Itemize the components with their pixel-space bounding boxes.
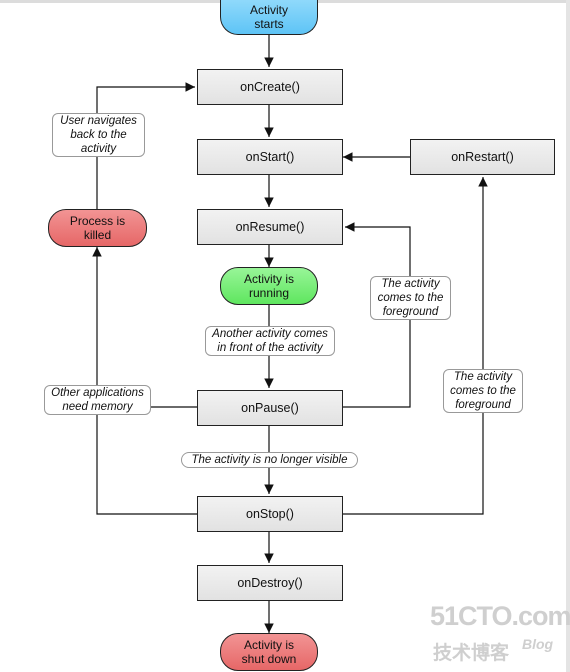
watermark-subtitle-text: 技术博客 — [433, 643, 510, 664]
node-on-pause: onPause() — [197, 390, 343, 426]
node-activity-starts: Activity starts — [220, 0, 318, 35]
node-activity-starts-label: Activity starts — [249, 3, 288, 31]
label-comes-to-foreground-1-text: The activity comes to the foreground — [377, 278, 444, 318]
watermark-brand-text: 51CTO.com — [430, 601, 570, 631]
node-activity-running: Activity is running — [220, 267, 318, 305]
label-comes-to-foreground-1: The activity comes to the foreground — [370, 276, 451, 320]
node-on-resume-label: onResume() — [235, 220, 305, 234]
label-user-navigates-text: User navigates back to the activity — [60, 115, 137, 155]
node-on-stop-label: onStop() — [246, 507, 294, 521]
label-other-apps: Other applications need memory — [44, 385, 151, 415]
node-activity-running-label: Activity is running — [243, 272, 294, 300]
watermark-brand: 51CTO.com — [430, 601, 570, 632]
node-process-killed: Process is killed — [48, 209, 147, 247]
node-on-destroy: onDestroy() — [197, 565, 343, 601]
node-on-start: onStart() — [197, 139, 343, 175]
label-no-longer-visible-text: The activity is no longer visible — [191, 454, 348, 466]
label-other-apps-text: Other applications need memory — [51, 387, 144, 413]
node-on-resume: onResume() — [197, 209, 343, 245]
watermark-blog-text: Blog — [522, 636, 554, 652]
label-another-activity-text: Another activity comes in front of the a… — [212, 328, 328, 354]
node-process-killed-label: Process is killed — [69, 214, 126, 242]
edge-pause-to-killed — [92, 247, 197, 408]
node-on-create: onCreate() — [197, 69, 343, 105]
node-on-restart: onRestart() — [410, 139, 555, 175]
edge-stop-to-killed — [96, 407, 197, 515]
node-on-destroy-label: onDestroy() — [237, 576, 303, 590]
node-on-create-label: onCreate() — [240, 80, 300, 94]
watermark-blog: Blog — [522, 636, 553, 652]
label-comes-to-foreground-2-text: The activity comes to the foreground — [450, 371, 516, 411]
label-user-navigates: User navigates back to the activity — [52, 113, 145, 157]
node-on-restart-label: onRestart() — [451, 150, 514, 164]
label-no-longer-visible: The activity is no longer visible — [181, 452, 358, 468]
node-on-start-label: onStart() — [245, 150, 295, 164]
edge-stop-to-restart — [343, 177, 488, 515]
node-on-pause-label: onPause() — [241, 401, 299, 415]
edge-killed-to-create — [96, 82, 195, 210]
window-right-edge — [566, 0, 570, 672]
node-activity-shut-down-label: Activity is shut down — [241, 638, 297, 666]
label-comes-to-foreground-2: The activity comes to the foreground — [443, 369, 523, 413]
node-on-stop: onStop() — [197, 496, 343, 532]
label-another-activity: Another activity comes in front of the a… — [205, 326, 335, 356]
node-activity-shut-down: Activity is shut down — [220, 633, 318, 671]
watermark-subtitle: 技术博客 — [433, 638, 509, 665]
